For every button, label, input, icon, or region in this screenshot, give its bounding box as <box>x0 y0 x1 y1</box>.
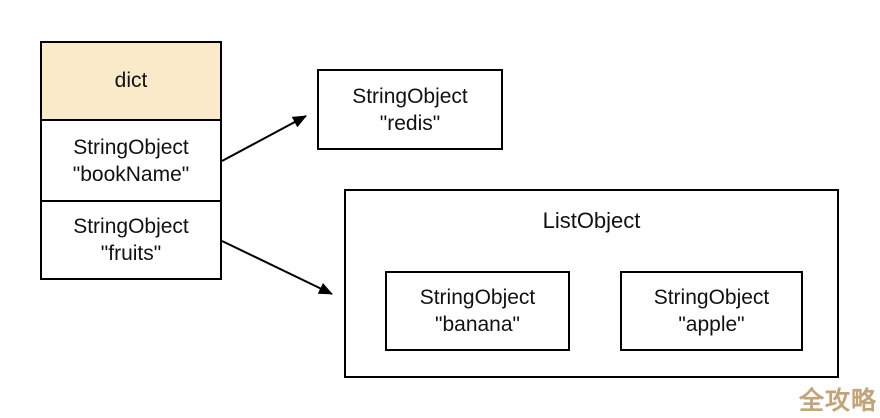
banana-node-type: StringObject <box>419 286 536 309</box>
apple-node-value: "apple" <box>678 313 745 336</box>
dict-row-fruits-value: "fruits" <box>100 242 162 265</box>
arrow-bookname-to-redis <box>221 115 307 162</box>
redis-node-value: "redis" <box>379 111 441 135</box>
dict-header: dict <box>40 41 222 121</box>
arrow-fruits-to-listobject <box>221 240 333 295</box>
apple-node: StringObject "apple" <box>620 271 803 351</box>
dict-row-bookname-value: "bookName" <box>72 162 190 186</box>
dict-table: dict StringObject "bookName" StringObjec… <box>40 41 222 280</box>
apple-node-type: StringObject <box>653 286 770 309</box>
dict-row-fruits-type: StringObject <box>73 215 189 238</box>
list-object-title: ListObject <box>542 208 641 233</box>
banana-node-value: "banana" <box>435 313 520 336</box>
redis-node: StringObject "redis" <box>317 69 503 150</box>
watermark: 全攻略 <box>798 387 877 415</box>
dict-header-label: dict <box>114 69 148 92</box>
banana-node: StringObject "banana" <box>385 271 570 351</box>
dict-row-bookname-type: StringObject <box>73 135 189 159</box>
dict-row-bookname: StringObject "bookName" <box>40 119 222 202</box>
redis-node-type: StringObject <box>352 84 468 108</box>
dict-row-fruits: StringObject "fruits" <box>40 200 222 280</box>
